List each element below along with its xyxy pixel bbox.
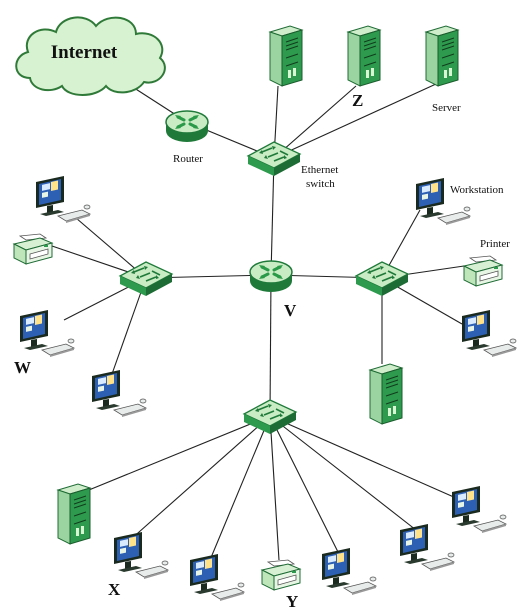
link-switch_bottom-ws_x	[129, 415, 271, 541]
switch-bottom-switch-icon	[243, 399, 297, 435]
label-printer: Printer	[480, 238, 510, 250]
ws-b4-workstation-icon	[321, 548, 377, 596]
printer-y-printer-icon	[261, 559, 301, 591]
label-server: Server	[432, 102, 461, 114]
label-router: Router	[173, 153, 203, 165]
ws-x-workstation-icon	[113, 532, 169, 580]
server-bottom-server-icon	[57, 483, 91, 545]
label-x: X	[108, 580, 121, 599]
link-switch_bottom-ws_b5	[269, 415, 417, 531]
ws-left-bottom-workstation-icon	[91, 370, 147, 418]
link-router_v-switch_bottom	[269, 274, 272, 417]
ws-w-workstation-icon	[19, 310, 75, 358]
printer-right-printer-icon	[463, 255, 503, 287]
link-switch_bottom-printer_y	[269, 415, 280, 561]
link-switch_bottom-server_bottom	[83, 415, 271, 493]
router-v-router-icon	[248, 259, 294, 294]
ws-b5-workstation-icon	[399, 524, 455, 572]
link-switch_bottom-ws_b4	[269, 415, 339, 553]
link-switch_top-router_v	[270, 157, 275, 276]
server-right-server-icon	[369, 363, 403, 425]
label-y: Y	[286, 592, 298, 611]
switch-top-switch-icon	[247, 141, 301, 177]
label-workstation: Workstation	[450, 184, 504, 196]
label-ethernet-switch-line1: Ethernet	[301, 164, 338, 176]
link-switch_bottom-ws_b6	[269, 415, 457, 499]
switch-left-switch-icon	[119, 261, 173, 297]
ws-b2-workstation-icon	[189, 554, 245, 602]
label-internet: Internet	[51, 42, 118, 63]
label-w: W	[14, 358, 31, 377]
router-top-router-icon	[164, 109, 210, 144]
label-v: V	[284, 301, 297, 320]
link-switch_bottom-ws_b2	[209, 415, 271, 561]
label-ethernet-switch-line2: switch	[306, 178, 335, 190]
server-z-server-icon	[347, 25, 381, 87]
switch-right-switch-icon	[355, 261, 409, 297]
label-z: Z	[352, 91, 363, 110]
server-top3-server-icon	[425, 25, 459, 87]
server-top1-server-icon	[269, 25, 303, 87]
link-switch_left-ws_left_bottom	[111, 277, 147, 375]
link-switch_top-server_top3	[273, 83, 437, 159]
ws-right-bottom-workstation-icon	[461, 310, 517, 358]
ws-b6-workstation-icon	[451, 486, 507, 534]
ws-left-top-workstation-icon	[35, 176, 91, 224]
printer-left-printer-icon	[13, 233, 53, 265]
link-switch_top-server_z	[273, 85, 357, 159]
